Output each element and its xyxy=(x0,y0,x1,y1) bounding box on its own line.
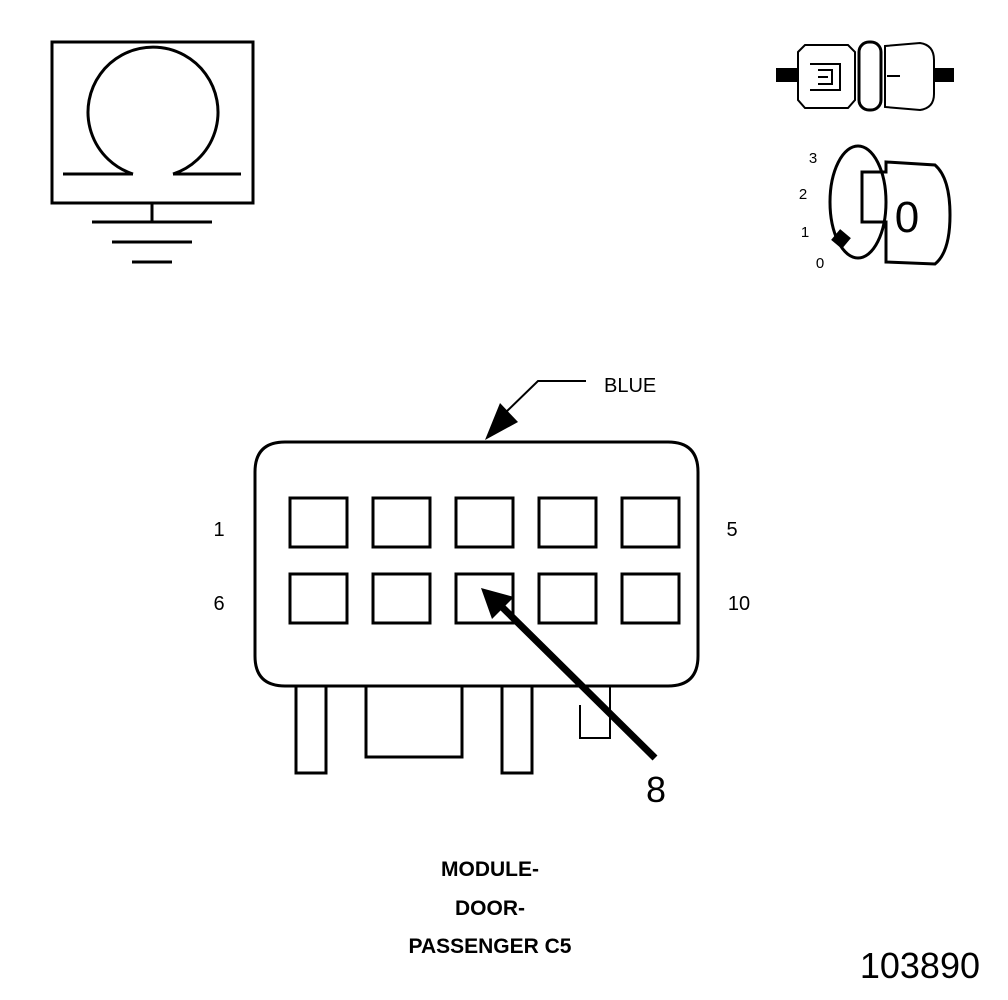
ignition-position-1: 1 xyxy=(801,224,809,241)
caption-line-1: MODULE- xyxy=(441,858,539,881)
pin-label-1: 1 xyxy=(213,519,224,541)
disconnect-connector-icon xyxy=(776,40,954,112)
pin-cavities xyxy=(288,496,681,625)
pin-cavity-1 xyxy=(288,496,349,549)
pin-cavity-2 xyxy=(371,496,432,549)
pin-cavity-4 xyxy=(537,496,598,549)
connector-color-label: BLUE xyxy=(604,375,656,397)
connector-body xyxy=(253,440,700,775)
ignition-position-3: 3 xyxy=(809,150,817,167)
pin-cavity-3 xyxy=(454,496,515,549)
color-callout: BLUE xyxy=(485,375,656,440)
ignition-position-2: 2 xyxy=(799,186,807,203)
pin-callout-arrow: 8 xyxy=(481,588,666,810)
figure-id: 103890 xyxy=(860,945,980,986)
ignition-key-label: 0 xyxy=(895,193,919,242)
pin-label-6: 6 xyxy=(213,593,224,615)
pin-cavity-5 xyxy=(620,496,681,549)
ignition-key-icon: 3 2 1 0 0 xyxy=(799,144,952,272)
pin-cavity-9 xyxy=(537,572,598,625)
ignition-position-0: 0 xyxy=(816,255,824,272)
pin-callout-label: 8 xyxy=(646,769,666,810)
pin-cavity-10 xyxy=(620,572,681,625)
caption-line-2: DOOR- xyxy=(455,897,525,920)
pin-label-5: 5 xyxy=(726,519,737,541)
pin-cavity-6 xyxy=(288,572,349,625)
ohmmeter-ground-icon xyxy=(50,40,255,264)
caption-line-3: PASSENGER C5 xyxy=(409,935,572,958)
pin-label-10: 10 xyxy=(728,593,750,615)
pin-cavity-7 xyxy=(371,572,432,625)
